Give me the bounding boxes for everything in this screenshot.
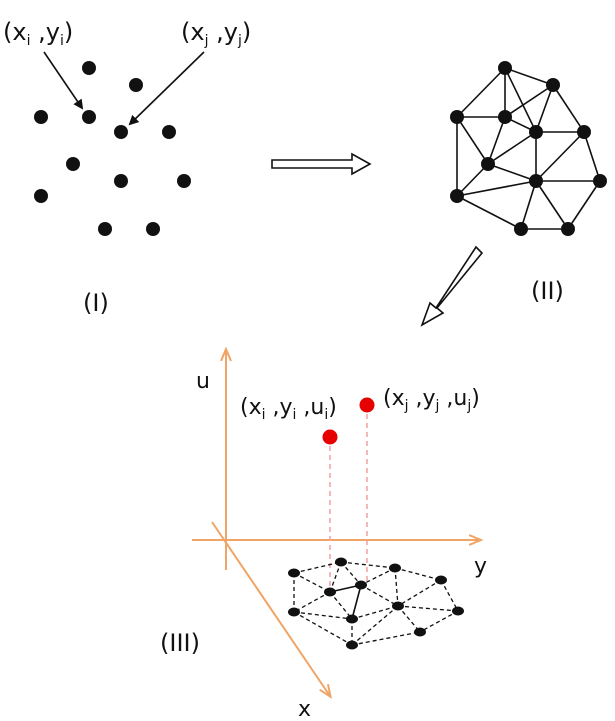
flat-mesh-node — [392, 601, 404, 611]
y-axis-label: y — [474, 554, 487, 579]
scatter-point — [34, 189, 48, 203]
mesh-node — [498, 110, 512, 124]
mesh-node — [450, 110, 464, 124]
mesh-node — [514, 222, 528, 236]
scatter-point-i — [82, 110, 96, 124]
scatter-point — [82, 61, 96, 75]
flat-mesh-node — [389, 563, 401, 573]
flat-mesh-node — [288, 607, 300, 617]
flat-mesh-node — [452, 606, 464, 616]
mesh-node — [498, 61, 512, 75]
mesh-edges — [456, 67, 601, 230]
point-i-label: (xi ,yi) — [3, 18, 73, 49]
flat-mesh-edges — [293, 561, 459, 646]
scatter-point — [34, 110, 48, 124]
panel-1-label: (I) — [83, 289, 109, 317]
panel-scatter: (xi ,yi) (xj ,yj) (I) — [3, 18, 251, 317]
flat-mesh-node — [435, 575, 447, 585]
mesh-node — [546, 78, 560, 92]
flat-mesh-node — [288, 568, 300, 578]
flat-mesh-node — [346, 614, 358, 624]
mesh-node — [450, 189, 464, 203]
scatter-point — [162, 125, 176, 139]
panel-3-label: (III) — [160, 629, 200, 657]
panel-3d: u y x — [160, 350, 487, 721]
scatter-point — [114, 174, 128, 188]
mesh-node — [561, 222, 575, 236]
scatter-point — [177, 174, 191, 188]
scatter-point — [129, 78, 143, 92]
mesh-nodes — [450, 61, 607, 236]
scatter-point — [66, 157, 80, 171]
panel-2-label: (II) — [531, 277, 564, 305]
x-axis — [211, 521, 330, 696]
mesh-node — [593, 174, 607, 188]
hollow-arrow-down-left-icon — [420, 245, 484, 327]
pointer-arrow-j — [128, 51, 205, 126]
lifted-point-j — [359, 397, 375, 413]
scatter-point-j — [114, 125, 128, 139]
point-j-label: (xj ,yj) — [181, 18, 251, 49]
mesh-node — [577, 125, 591, 139]
scatter-points — [34, 61, 191, 236]
lifted-point-i-label: (xi ,yi ,ui) — [240, 395, 337, 423]
lifted-point-j-label: (xj ,yj ,uj) — [383, 386, 480, 414]
scatter-point — [98, 222, 112, 236]
scatter-point — [146, 222, 160, 236]
lifted-point-i — [322, 429, 338, 445]
flat-mesh-node-j — [355, 580, 367, 590]
flat-mesh-nodes — [288, 557, 464, 650]
projected-edge — [351, 584, 362, 620]
flat-mesh-node-i — [324, 587, 336, 597]
pointer-arrow-i — [43, 51, 84, 110]
mesh-node — [529, 125, 543, 139]
u-axis-label: u — [196, 369, 210, 394]
flat-mesh-node — [414, 627, 426, 637]
panel-mesh: (II) — [450, 61, 607, 305]
flat-mesh-node — [335, 557, 347, 567]
mesh-node — [481, 157, 495, 171]
mesh-node — [529, 174, 543, 188]
x-axis-label: x — [298, 697, 311, 721]
hollow-arrow-right-icon — [271, 152, 372, 176]
flat-mesh-node — [346, 640, 358, 650]
